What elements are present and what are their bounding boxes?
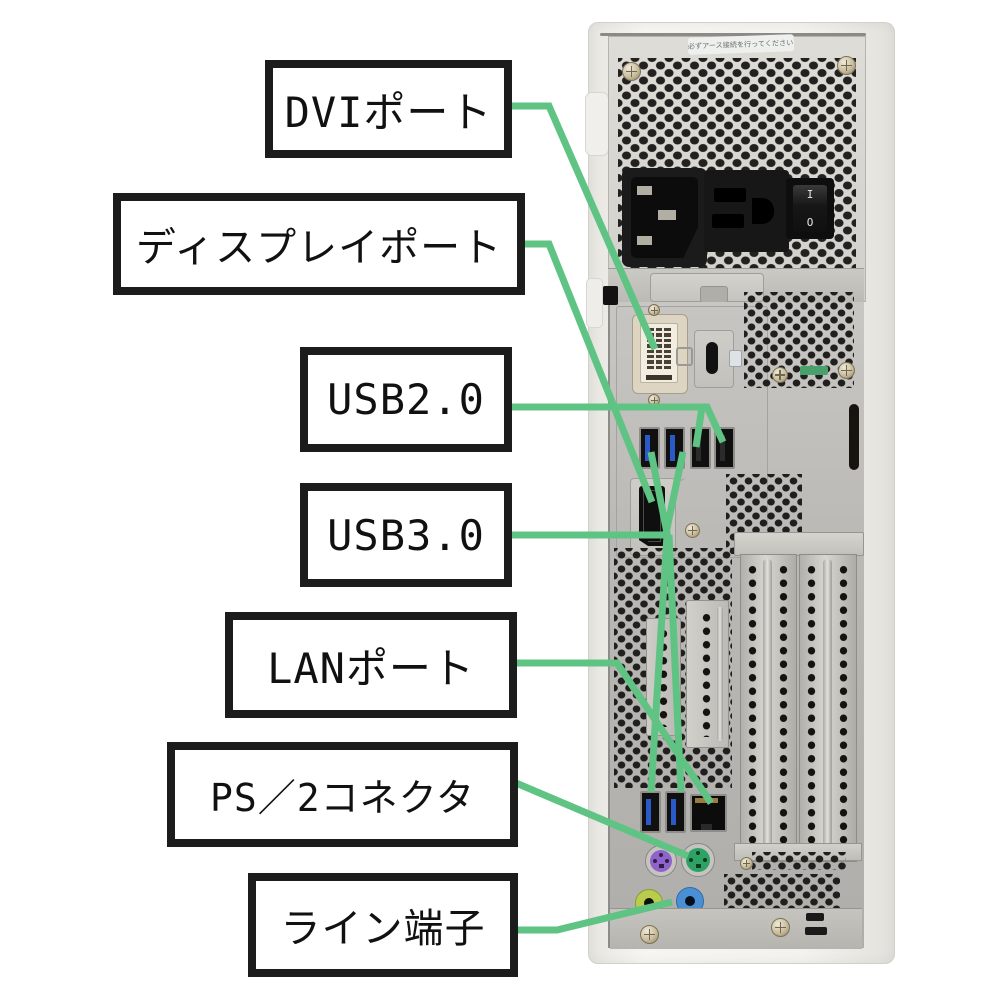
expansion-holes [746, 563, 759, 853]
bottom-screw-1 [640, 925, 659, 944]
slot-cover-holes [657, 627, 670, 727]
expansion-rail [734, 532, 864, 556]
ps2-mouse-port [681, 843, 715, 877]
label-ps2-connector: PS／2コネクタ [167, 742, 518, 847]
label-line-text: ライン端子 [280, 906, 486, 952]
power-switch[interactable]: I O [786, 178, 834, 239]
usb3-tongue [646, 799, 651, 825]
expansion-holes [777, 563, 790, 853]
expansion-holes [805, 563, 818, 853]
psu-latch-tab [700, 286, 728, 303]
label-line-jack: ライン端子 [248, 873, 518, 977]
bottom-slot-1 [806, 913, 824, 921]
lan-port [690, 794, 727, 832]
usb3-port-bottom-2 [665, 791, 686, 833]
label-lan-text: LANポート [267, 643, 475, 693]
slot-cover-small-2 [686, 600, 729, 748]
power-inlet [622, 168, 707, 267]
usb3-port-top-2 [664, 427, 685, 469]
ground-warning-text: 必ずアース接続を行ってください [688, 38, 794, 51]
case-slit-right [849, 404, 859, 470]
power-inlet-pin-1 [637, 186, 652, 195]
usb3-tongue [670, 435, 675, 461]
ps2-mouse-face [686, 848, 710, 872]
label-usb3: USB3.0 [300, 483, 512, 587]
case-top-seam [600, 33, 866, 36]
expansion-holes [837, 563, 850, 853]
dvi-blade-slot [646, 375, 672, 380]
displayport-port [639, 486, 665, 546]
ps2-keyboard-port [645, 845, 677, 877]
vent-bottom-right [724, 874, 840, 912]
usb2-tongue [720, 435, 725, 461]
label-usb2: USB2.0 [300, 347, 512, 452]
power-outlet [704, 170, 789, 252]
power-switch-off-label: O [806, 216, 814, 229]
power-outlet-slot-2 [712, 214, 744, 228]
power-outlet-slot-1 [714, 188, 746, 202]
psu-screw-left [622, 62, 641, 81]
bottom-screw-2 [771, 918, 790, 937]
green-clip [800, 366, 828, 375]
power-switch-rocker: I O [793, 185, 827, 232]
label-usb3-text: USB3.0 [327, 510, 485, 560]
slot-cover-small-1 [646, 618, 681, 736]
usb3-port-bottom-1 [640, 791, 661, 833]
slot-cover-holes [700, 611, 713, 737]
security-slot [706, 342, 718, 374]
label-displayport: ディスプレイポート [113, 193, 525, 295]
bottom-screw-small [740, 857, 753, 870]
label-displayport-text: ディスプレイポート [135, 225, 503, 271]
power-outlet-ground-hole [752, 198, 774, 224]
line-in-hole [685, 896, 695, 906]
case-left-tab [586, 278, 603, 328]
case-left-bump [585, 92, 609, 156]
usb2-port-1 [690, 427, 711, 469]
dvi-screwpost-top [648, 304, 660, 316]
knockout-plate [694, 330, 734, 388]
power-inlet-pin-2 [658, 210, 676, 220]
usb3-tongue [671, 799, 676, 825]
side-latch-black [603, 286, 618, 305]
dvi-screwpost-bottom [648, 394, 660, 406]
label-usb2-text: USB2.0 [327, 375, 485, 424]
power-switch-on-label: I [806, 188, 814, 201]
label-dvi-port: DVIポート [265, 60, 512, 158]
usb2-tongue [696, 435, 701, 461]
expansion-ridge [823, 559, 832, 855]
usb3-port-top-1 [639, 427, 660, 469]
vent-upper-right [744, 292, 854, 388]
ps2-keyboard-face [650, 850, 672, 872]
lan-contacts [695, 798, 718, 803]
expansion-ridge [763, 559, 772, 855]
lan-latch-notch [701, 824, 712, 830]
psu-screw-right [837, 56, 856, 75]
panel-screw-1 [772, 367, 788, 383]
panel-screw-2 [838, 362, 855, 379]
serial-badge-icon [729, 350, 742, 367]
bottom-slot-2 [805, 927, 827, 935]
dvi-recess [640, 323, 678, 383]
usb3-tongue [645, 435, 650, 461]
label-dvi-text: DVIポート [284, 87, 493, 137]
vent-bottom-row [752, 852, 846, 870]
usb2-port-2 [714, 427, 735, 469]
slot-cover-ridge [717, 607, 723, 741]
dvi-badge-icon [676, 347, 693, 366]
label-lan-port: LANポート [225, 612, 517, 718]
label-ps2-text: PS／2コネクタ [209, 776, 476, 820]
panel-screw-3 [685, 523, 700, 538]
displayport-inner [643, 490, 661, 542]
line-out-hole [644, 898, 654, 908]
power-inlet-pin-3 [637, 236, 652, 245]
expansion-cover-2 [799, 554, 857, 862]
expansion-cover-1 [740, 554, 797, 862]
